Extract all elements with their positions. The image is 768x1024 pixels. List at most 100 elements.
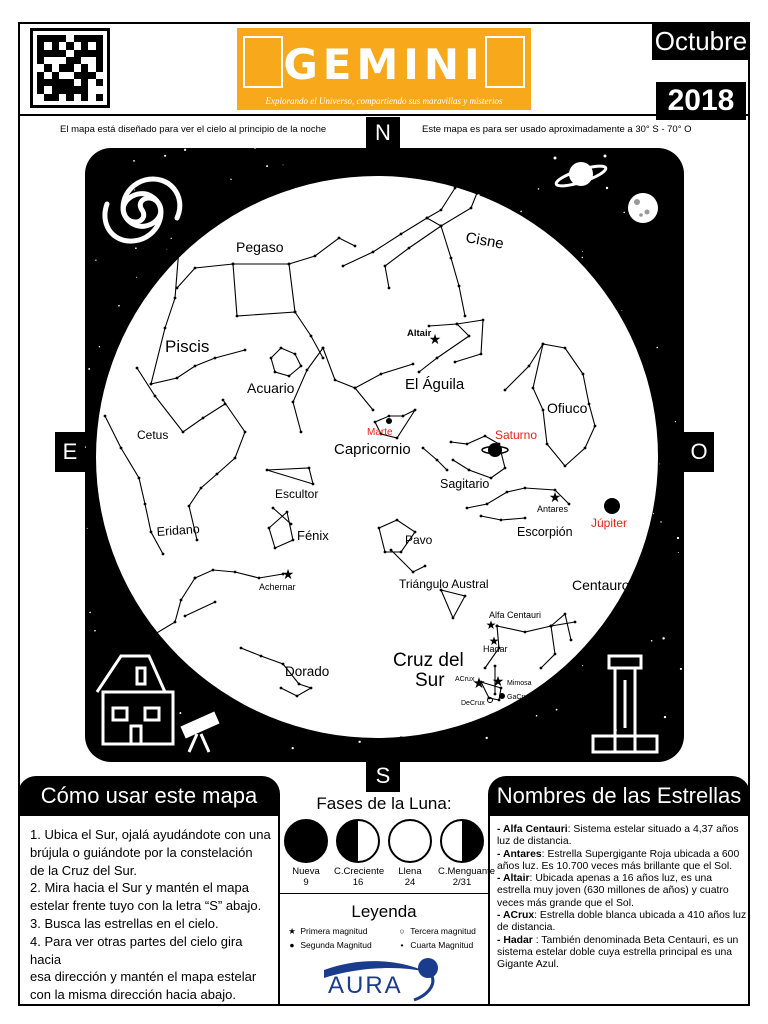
- constellation-lines: [103, 170, 597, 702]
- star-icon: ★: [486, 618, 497, 632]
- label-achernar: Achernar: [259, 582, 296, 592]
- star-icon: ★: [288, 926, 296, 936]
- star-icon: ★: [489, 634, 500, 648]
- label-mimosa: Mimosa: [507, 680, 532, 687]
- moon-icon: [628, 193, 658, 223]
- planet-icon: [553, 154, 609, 190]
- star-icon: ★: [282, 567, 295, 583]
- aura-text: AURA: [328, 972, 403, 999]
- howto-line: 2. Mira hacia el Sur y mantén el mapa: [30, 880, 249, 896]
- label-capricornio: Capricornio: [334, 441, 411, 458]
- moon-phase-last-quarter: C.Menguante 2/31: [438, 818, 495, 888]
- label-altair: Altair: [407, 328, 432, 339]
- gemini-logo: GEMINI Explorando el Universo, compartie…: [237, 28, 531, 110]
- star-names-panel: - Alfa Centauri: Sistema estelar situado…: [488, 816, 750, 1006]
- small-dot-icon: •: [400, 940, 404, 950]
- label-acrux: ACrux: [455, 676, 475, 683]
- howto-line: 3. Busca las estrellas en el cielo.: [30, 915, 219, 931]
- label-hadar: Hadar: [483, 644, 508, 654]
- star-entry: - Hadar : También denominada Beta Centau…: [497, 934, 739, 971]
- new-moon-icon: [284, 819, 328, 863]
- label-pavo: Pavo: [405, 533, 433, 547]
- direction-south: S: [366, 760, 400, 792]
- mars-marker: [386, 418, 392, 424]
- logo-pillar-icon: [243, 36, 283, 88]
- label-acuario: Acuario: [247, 380, 295, 396]
- qr-code[interactable]: [30, 28, 110, 108]
- page-frame: [18, 22, 750, 1006]
- howto-line: esa dirección y mantén el mapa estelar: [30, 969, 257, 985]
- logo-pillar-icon: [485, 36, 525, 88]
- last-quarter-moon-icon: [440, 819, 484, 863]
- aura-swoosh-icon: [324, 958, 438, 1002]
- label-triangulo-austral: Triángulo Austral: [399, 577, 489, 591]
- telescope-icon: [180, 711, 220, 753]
- direction-east: E: [55, 432, 85, 472]
- moon-phases: Nueva 9 C.Creciente 16 Llena 24 C.Mengua…: [282, 818, 495, 892]
- bright-stars: ★ ★ ★ ★ ★ ★ ★: [282, 332, 562, 703]
- moon-phase-new: Nueva 9: [282, 818, 330, 888]
- legend-item: • Cuarta Magnitud: [396, 940, 474, 950]
- label-centauro: Centauro: [572, 577, 630, 593]
- logo-text: GEMINI: [283, 40, 485, 89]
- label-piscis: Piscis: [165, 337, 209, 356]
- howto-panel: 1. Ubica el Sur, ojalá ayudándote con un…: [18, 816, 280, 1006]
- howto-title: Cómo usar este mapa: [18, 776, 280, 816]
- year-label: 2018: [656, 82, 746, 120]
- moon-phase-first-quarter: C.Creciente 16: [334, 818, 384, 888]
- label-sur: Sur: [415, 670, 445, 691]
- dot-icon: ●: [289, 940, 295, 950]
- label-escultor: Escultor: [275, 487, 318, 501]
- moon-phase-full: Llena 24: [386, 818, 434, 888]
- star-entry: - Altair: Ubicada apenas a 16 años luz, …: [497, 873, 729, 909]
- label-alfa-centauri: Alfa Centauri: [489, 610, 541, 620]
- label-cetus: Cetus: [137, 428, 168, 442]
- planet-markers: [386, 418, 620, 514]
- hollow-dot-icon: ○: [399, 926, 405, 936]
- website-url[interactable]: www.gemini.edu: [313, 734, 456, 754]
- direction-west: O: [684, 432, 714, 472]
- moon-phases-title: Fases de la Luna:: [316, 794, 452, 813]
- label-ofiuco: Ofiuco: [547, 400, 588, 416]
- howto-line: de la Cruz del Sur.: [30, 862, 137, 878]
- label-cisne: Cisne: [464, 229, 505, 252]
- note-latitude: Este mapa es para ser usado aproximadame…: [422, 124, 692, 135]
- label-pegaso: Pegaso: [236, 239, 284, 255]
- star-icon: ★: [549, 490, 562, 506]
- legend-title: Leyenda: [351, 902, 417, 921]
- howto-line: con la misma dirección hacia abajo.: [30, 987, 236, 1003]
- qr-pattern: [37, 35, 103, 101]
- note-evening: El mapa está diseñado para ver el cielo …: [60, 124, 327, 135]
- howto-line: brújula o guiándote por la constelación: [30, 844, 253, 860]
- aura-logo: AURA: [322, 956, 444, 1002]
- label-decrux: DeCrux: [461, 700, 485, 707]
- legend-item: ● Segunda Magnitud: [286, 940, 371, 950]
- star-entry: - Alfa Centauri: Sistema estelar situado…: [497, 824, 739, 848]
- label-dorado: Dorado: [285, 664, 329, 679]
- galaxy-icon: [102, 176, 183, 244]
- star-icon: ★: [492, 674, 505, 690]
- star-entry: - Antares: Estrella Supergigante Roja ub…: [497, 848, 740, 872]
- label-sagitario: Sagitario: [440, 477, 489, 491]
- howto-line: estelar frente tuyo con la letra “S” aba…: [30, 898, 262, 914]
- label-escorpion: Escorpión: [517, 525, 573, 539]
- star-icon: ★: [472, 674, 485, 692]
- label-fenix: Fénix: [297, 528, 329, 543]
- star-names-list: - Alfa Centauri: Sistema estelar situado…: [497, 824, 747, 972]
- star-map-canvas: ★ ★ ★ ★ ★ ★ ★ Cisne Pegaso Piscis Acuari…: [85, 148, 684, 754]
- label-saturno: Saturno: [495, 428, 537, 442]
- howto-line: 4. Para ver otras partes del cielo gira …: [30, 933, 243, 967]
- star-map: ★ ★ ★ ★ ★ ★ ★ Cisne Pegaso Piscis Acuari…: [85, 148, 684, 762]
- label-antares: Antares: [537, 504, 569, 514]
- label-el-aguila: El Águila: [405, 376, 465, 393]
- legend-item: ★ Primera magnitud: [286, 926, 367, 937]
- observatory-tower-icon: [591, 654, 659, 754]
- month-label: Octubre: [652, 22, 750, 60]
- section-divider: [280, 893, 488, 894]
- howto-steps: 1. Ubica el Sur, ojalá ayudándote con un…: [30, 826, 276, 1004]
- label-marte: Marte: [367, 427, 393, 438]
- label-jupiter: Júpiter: [591, 516, 627, 530]
- star-entry: - ACrux: Estrella doble blanca ubicada a…: [497, 910, 747, 934]
- jupiter-marker: [604, 498, 620, 514]
- logo-tagline: Explorando el Universo, compartiendo sus…: [265, 96, 503, 106]
